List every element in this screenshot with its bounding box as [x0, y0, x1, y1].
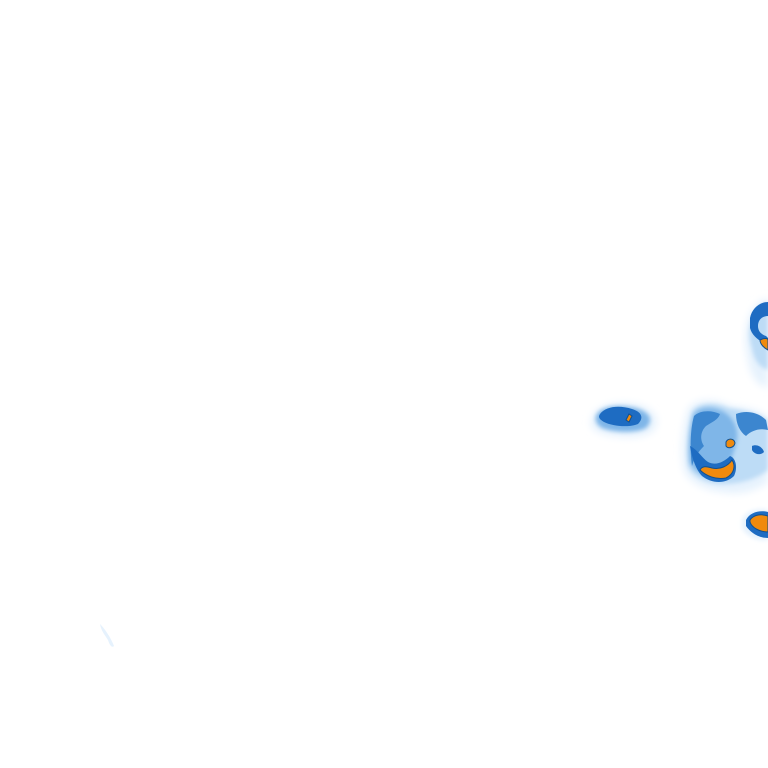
- precip-cell-west: [590, 402, 657, 438]
- precip-trace-southwest: [100, 624, 114, 647]
- precip-cell-northeast: [745, 298, 768, 388]
- precip-cell-central: [681, 400, 768, 494]
- precip-cell-southeast: [742, 509, 768, 541]
